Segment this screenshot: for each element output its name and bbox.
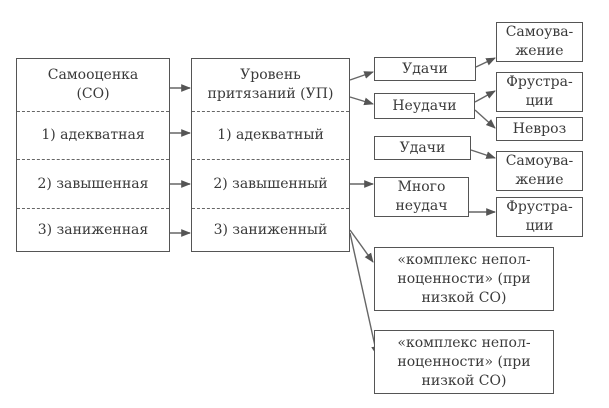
arrow-up-to-failure <box>349 96 374 106</box>
aspiration-underestimated: 3) заниженный <box>213 221 328 238</box>
aspiration-title: Уровень притязаний (УП) <box>207 67 334 102</box>
divider <box>17 159 169 160</box>
aspiration-adequate: 1) адекватный <box>217 127 324 143</box>
arrow-underestimated-to-complex-1 <box>349 229 374 263</box>
self-respect-box: Самоува- жение <box>496 22 583 62</box>
arrow-success-2-to-self-respect <box>470 149 496 159</box>
frustration-box-2: Фрустра- ции <box>496 197 583 237</box>
self-esteem-column: Самооценка (СО) 1) адекватная 2) завышен… <box>16 58 170 252</box>
divider <box>192 208 349 209</box>
self-esteem-overestimated: 2) завышенная <box>37 175 149 192</box>
divider <box>192 111 349 112</box>
aspiration-overestimated: 2) завышенный <box>213 175 328 192</box>
self-esteem-underestimated: 3) заниженная <box>37 221 149 238</box>
divider <box>17 111 169 112</box>
inferiority-complex-box-2: «комплекс непол- ноценности» (при низкой… <box>374 330 554 394</box>
divider <box>17 208 169 209</box>
self-esteem-title: Самооценка (СО) <box>47 67 139 102</box>
neurosis-box: Невроз <box>496 117 583 141</box>
arrow-success-to-self-respect <box>475 57 496 68</box>
success-box: Удачи <box>374 57 476 81</box>
arrow-failure-to-frustration <box>474 90 496 103</box>
self-respect-box-2: Самоува- жение <box>496 151 583 191</box>
arrow-underestimated-to-complex-2 <box>349 232 379 356</box>
failure-box: Неудачи <box>374 93 475 119</box>
arrow-failure-to-neurosis <box>474 109 496 129</box>
inferiority-complex-box: «комплекс непол- ноценности» (при низкой… <box>374 247 554 311</box>
self-esteem-adequate: 1) адекватная <box>41 127 145 143</box>
aspiration-column: Уровень притязаний (УП) 1) адекватный 2)… <box>191 58 350 252</box>
frustration-box: Фрустра- ции <box>496 72 583 112</box>
success-box-2: Удачи <box>374 136 471 160</box>
many-failures-box: Много неудач <box>374 177 469 217</box>
arrow-up-to-success <box>349 71 374 81</box>
divider <box>192 159 349 160</box>
